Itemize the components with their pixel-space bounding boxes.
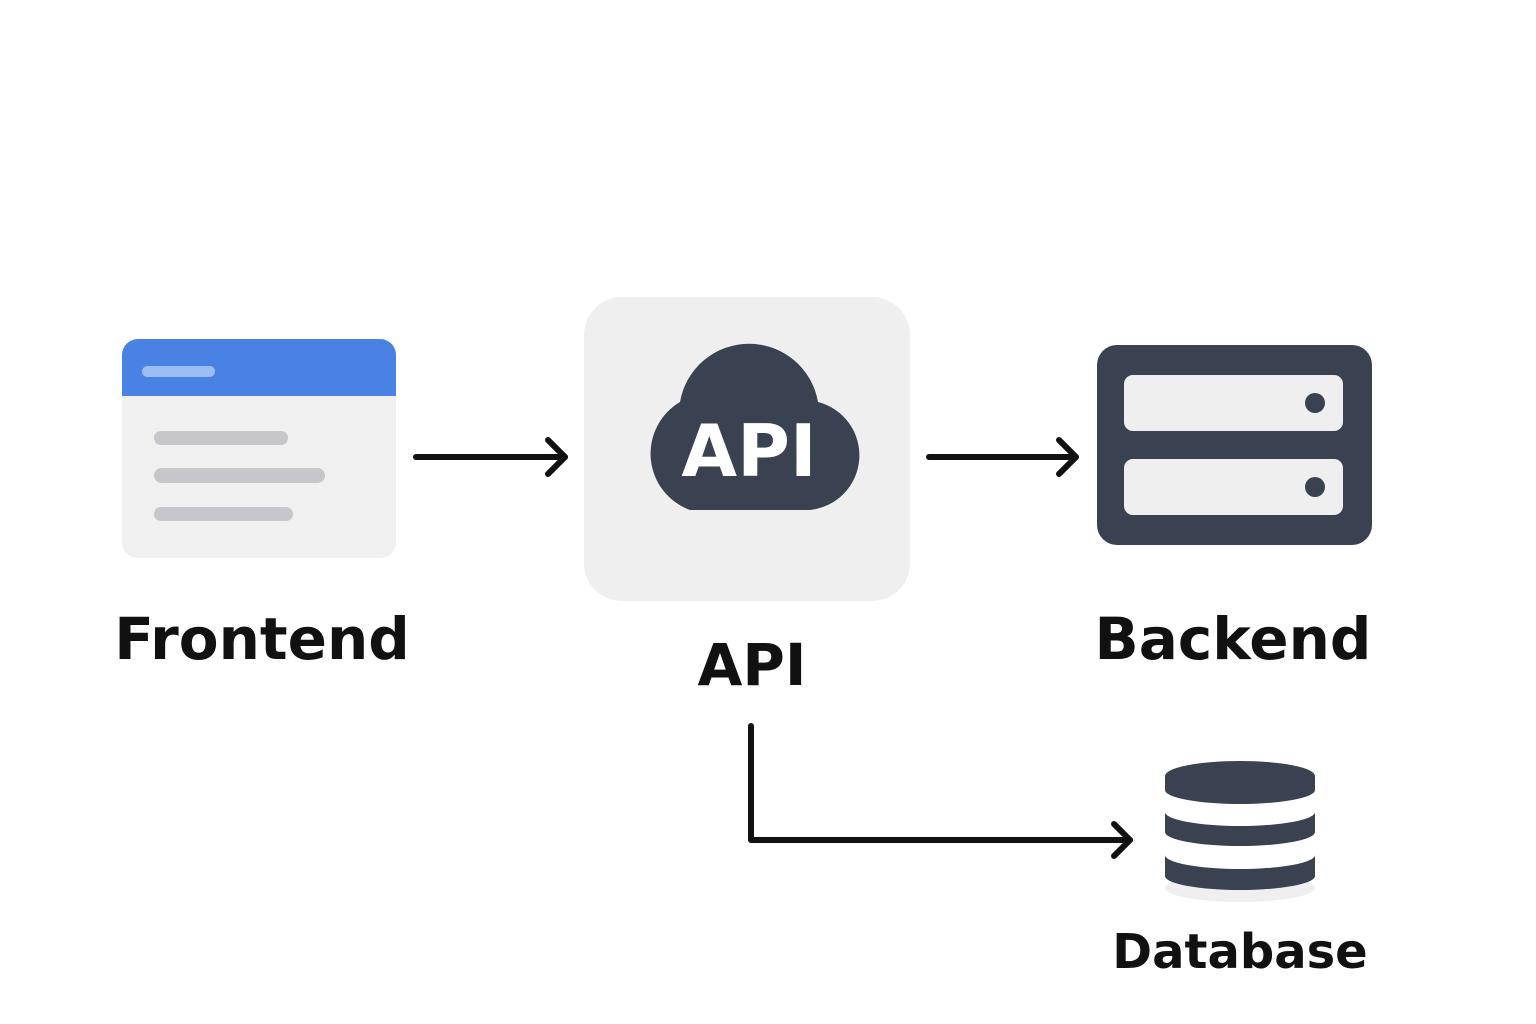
browser-title-bar (142, 366, 215, 377)
server-led-top (1305, 393, 1325, 413)
database-label: Database (1112, 924, 1368, 980)
arrow-api-to-database (748, 723, 1133, 859)
api-label: API (697, 631, 807, 699)
arrow-frontend-to-api (413, 437, 568, 477)
frontend-label: Frontend (114, 605, 410, 673)
cloud-icon (650, 343, 860, 510)
api-tile: API (584, 297, 910, 601)
server-led-bottom (1305, 477, 1325, 497)
content-line-2 (154, 468, 325, 483)
server-icon (1097, 345, 1372, 545)
cloud-icon-text: API (681, 409, 816, 493)
database-top-cap (1165, 761, 1315, 791)
arrow-api-to-backend (926, 437, 1079, 477)
database-layer-middle (1165, 812, 1315, 846)
backend-label: Backend (1094, 605, 1372, 673)
content-line-1 (154, 431, 288, 445)
content-line-3 (154, 507, 293, 521)
browser-window-icon (122, 339, 396, 558)
server-unit-top (1124, 375, 1343, 431)
database-icon (1165, 761, 1315, 902)
server-unit-bottom (1124, 459, 1343, 515)
database-layer-bottom (1165, 855, 1315, 890)
